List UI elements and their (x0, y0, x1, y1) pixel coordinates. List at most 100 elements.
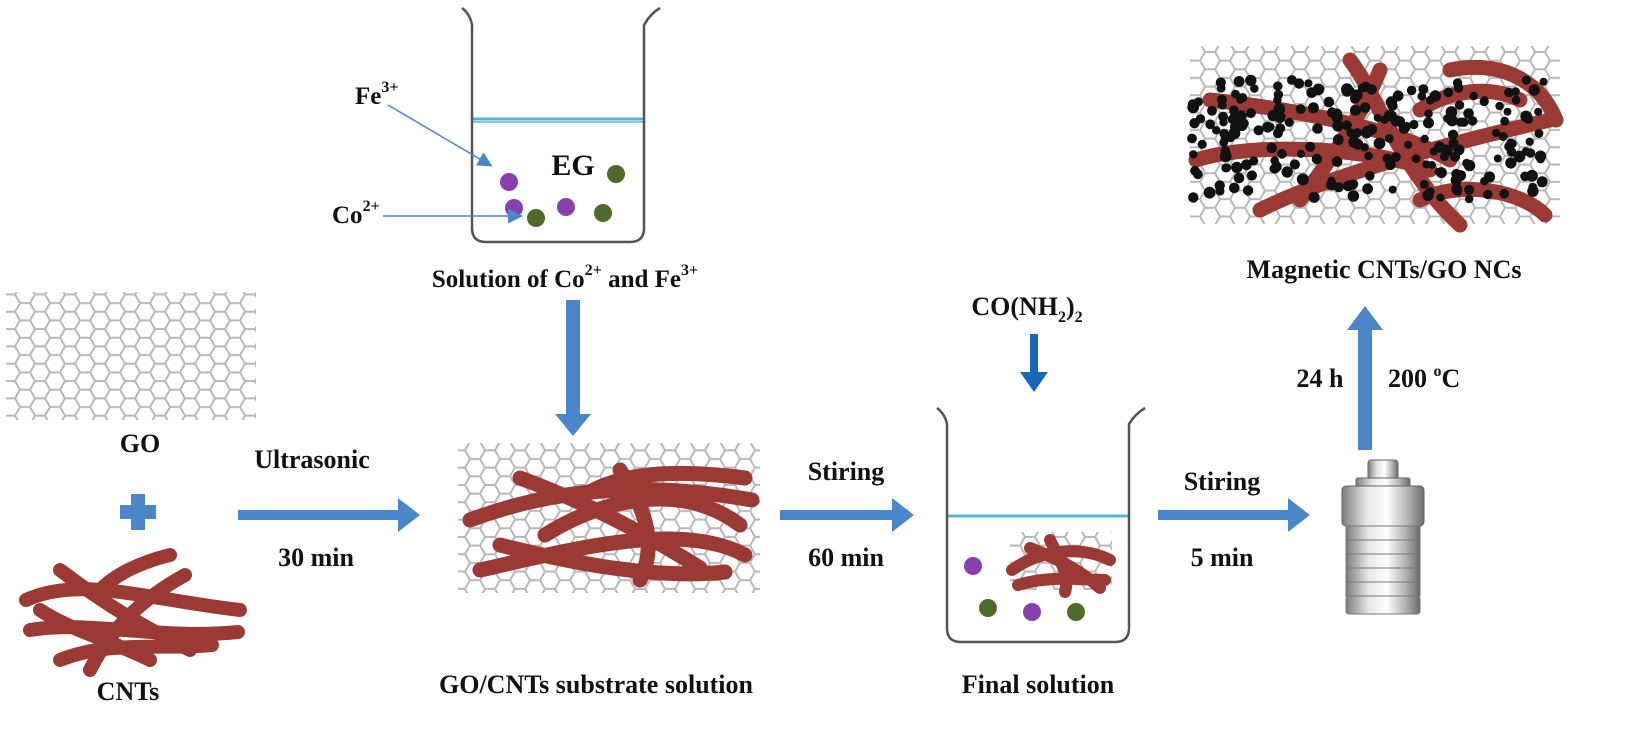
nanoparticle-dot (1362, 183, 1373, 195)
step2-time: 60 min (808, 543, 884, 572)
nanoparticle-dot (1436, 193, 1445, 202)
nanoparticle-dot (1323, 96, 1335, 108)
nanoparticle-dot (1236, 110, 1247, 121)
nanoparticle-dot (1511, 87, 1520, 96)
nanoparticle-dot (1341, 83, 1353, 95)
nanoparticle-dot (1289, 159, 1300, 170)
co-ion (979, 599, 997, 617)
nanoparticle-dot (1237, 93, 1248, 103)
autoclave-temp: 200 oC (1388, 363, 1460, 393)
nanoparticle-dot (1364, 151, 1373, 161)
fe-ion (557, 198, 575, 216)
nanoparticle-dot (1417, 91, 1427, 101)
nanoparticle-dot (1443, 87, 1454, 98)
nanoparticle-dot (1187, 133, 1197, 144)
nanoparticle-dot (1513, 150, 1526, 163)
plus-icon (120, 494, 156, 530)
nanoparticle-dot (1422, 160, 1431, 169)
nanoparticle-dot (1312, 123, 1323, 134)
step1-action: Ultrasonic (254, 445, 370, 474)
urea-label: CO(NH2)2 (971, 292, 1082, 326)
nanoparticle-dot (1534, 129, 1544, 138)
product-composite (1187, 46, 1564, 233)
step3-time: 5 min (1191, 543, 1254, 572)
nanoparticle-dot (1189, 118, 1200, 129)
nanoparticle-dot (1284, 117, 1294, 127)
nanoparticle-dot (1455, 170, 1467, 181)
fe-ion (1023, 603, 1041, 621)
nanoparticle-dot (1273, 95, 1282, 105)
cnts-bundle (19, 548, 247, 677)
final-label: Final solution (962, 670, 1115, 699)
nanoparticle-dot (1306, 87, 1318, 98)
step2-action: Stiring (808, 457, 885, 486)
nanoparticle-dot (1187, 101, 1200, 114)
nanoparticle-dot (1357, 83, 1367, 93)
nanoparticle-dot (1242, 185, 1254, 196)
nanoparticle-dot (1221, 163, 1232, 173)
nanoparticle-dot (1499, 189, 1509, 199)
nanoparticle-dot (1491, 128, 1501, 138)
nanoparticle-dot (1447, 129, 1459, 140)
nanoparticle-dot (1273, 103, 1286, 115)
step1-arrow (238, 498, 420, 532)
nanoparticle-dot (1536, 176, 1548, 188)
nanoparticle-dot (1326, 107, 1338, 118)
nanoparticle-dot (1453, 144, 1465, 156)
nanoparticle-dot (1463, 108, 1474, 119)
nanoparticle-dot (1525, 137, 1534, 146)
nanoparticle-dot (1271, 161, 1282, 172)
nanoparticle-dot (1483, 171, 1496, 183)
nanoparticle-dot (1352, 128, 1362, 138)
nanoparticle-dot (1451, 183, 1462, 195)
nanoparticle-dot (1505, 157, 1517, 169)
nanoparticle-dot (1385, 96, 1398, 108)
nanoparticle-dot (1493, 154, 1502, 163)
nanoparticle-dot (1409, 119, 1419, 130)
nanoparticle-dot (1420, 134, 1429, 144)
nanoparticle-dot (1388, 110, 1397, 120)
step1-time: 30 min (278, 543, 354, 572)
co-ion (527, 209, 545, 227)
nanoparticle-dot (1305, 141, 1316, 152)
nanoparticle-dot (1197, 139, 1207, 149)
nanoparticle-dot (1483, 189, 1493, 200)
nanoparticle-dot (1526, 169, 1538, 182)
nanoparticle-dot (1273, 81, 1283, 91)
go-label: GO (120, 429, 160, 458)
co-ion (607, 165, 625, 183)
nanoparticle-dot (1464, 184, 1475, 195)
nanoparticle-dot (1495, 101, 1504, 111)
nanoparticle-dot (1528, 84, 1541, 96)
nanoparticle-dot (1307, 102, 1319, 114)
co-ion (594, 204, 612, 222)
nanoparticle-dot (1511, 95, 1521, 105)
nanoparticle-dot (1203, 186, 1216, 199)
nanoparticle-dot (1218, 101, 1227, 110)
nanoparticle-dot (1419, 179, 1429, 189)
nanoparticle-dot (1231, 89, 1240, 99)
nanoparticle-dot (1308, 191, 1320, 203)
nanoparticle-dot (1188, 192, 1199, 203)
fe-ion (505, 199, 523, 217)
nanoparticle-dot (1425, 187, 1435, 196)
nanoparticle-dot (1452, 78, 1463, 88)
nanoparticle-dot (1304, 79, 1313, 88)
step3-arrow (1158, 498, 1310, 532)
nanoparticle-dot (1520, 110, 1532, 123)
nanoparticle-dot (1332, 120, 1344, 132)
nanoparticle-dot (1465, 194, 1474, 204)
nanoparticle-dot (1528, 182, 1538, 192)
nanoparticle-dot (1295, 104, 1306, 115)
nanoparticle-dot (1350, 104, 1362, 116)
nanoparticle-dot (1246, 170, 1257, 181)
nanoparticle-dot (1189, 150, 1198, 159)
nanoparticle-dot (1193, 169, 1203, 180)
nanoparticle-dot (1296, 149, 1306, 158)
nanoparticle-dot (1391, 152, 1401, 162)
co-ion (1067, 603, 1085, 621)
nanoparticle-dot (1281, 166, 1293, 178)
nanoparticle-dot (1275, 123, 1286, 134)
